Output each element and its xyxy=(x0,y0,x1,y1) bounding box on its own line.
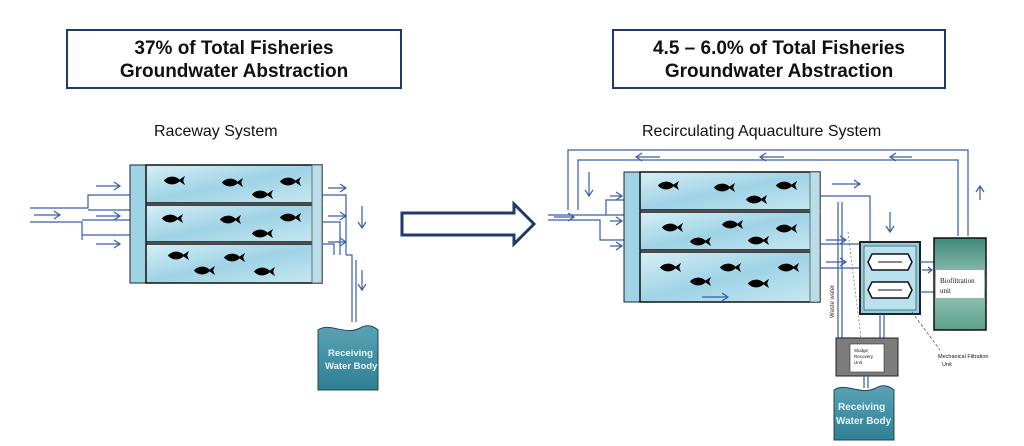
right-arrow-icon xyxy=(400,200,537,248)
ras-receiving-label-2: Water Body xyxy=(836,416,892,427)
raceway-system: Receiving Water Body xyxy=(30,164,379,391)
ras-system: Biofiltration unit Mechanical Filtration… xyxy=(548,149,988,441)
ras-tank-3 xyxy=(639,251,821,303)
ras-outlet-pipes xyxy=(820,179,895,338)
raceway-headbox xyxy=(129,164,147,284)
sludge-label-3: Unit xyxy=(854,360,863,365)
raceway-receiving-water-body xyxy=(317,325,379,391)
raceway-title-line1: 37% of Total Fisheries xyxy=(134,38,334,59)
biofiltration-label-2: unit xyxy=(940,287,951,295)
raceway-outlet-screen xyxy=(311,164,323,284)
ras-recirculation-pipes xyxy=(548,149,985,251)
raceway-outlet-pipes xyxy=(322,183,367,322)
ras-headbox xyxy=(623,171,641,303)
ras-title-box: 4.5 – 6.0% of Total Fisheries Groundwate… xyxy=(612,29,946,89)
sludge-label-1: Sludge xyxy=(854,348,869,353)
raceway-title-box: 37% of Total Fisheries Groundwater Abstr… xyxy=(66,29,402,89)
raceway-inlet-pipes xyxy=(30,181,130,249)
ras-title-line2: Groundwater Abstraction xyxy=(664,61,894,82)
ras-receiving-water-body xyxy=(833,385,895,441)
ras-tank-1 xyxy=(639,171,821,211)
sludge-label-2: Recovery xyxy=(854,354,874,359)
raceway-system-label: Raceway System xyxy=(154,123,278,140)
raceway-title-line2: Groundwater Abstraction xyxy=(119,61,349,82)
ras-outlet-screen xyxy=(809,171,821,303)
mechanical-filtration-label-1: Mechanical Filtration xyxy=(938,354,988,360)
ras-title-line1: 4.5 – 6.0% of Total Fisheries xyxy=(652,38,906,59)
waste-water-label: Waste water xyxy=(830,285,836,318)
raceway-tank-3 xyxy=(145,243,323,284)
raceway-receiving-label-1: Receiving xyxy=(328,348,373,359)
raceway-receiving-label-2: Water Body xyxy=(325,361,378,372)
ras-receiving-label-1: Receiving xyxy=(838,402,885,413)
ras-tank-2 xyxy=(639,211,821,251)
biofiltration-label-1: Biofiltration xyxy=(940,277,975,285)
ras-system-label: Recirculating Aquaculture System xyxy=(642,123,882,140)
mechanical-filtration-label-2: Unit xyxy=(942,362,952,368)
raceway-tank-2 xyxy=(145,204,323,243)
